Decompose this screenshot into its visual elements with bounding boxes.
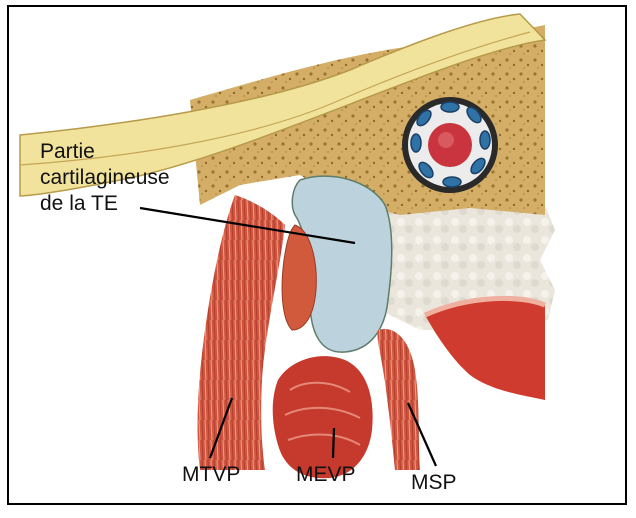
title-line-3: de la TE <box>40 192 118 215</box>
leader-line-mevp <box>333 428 334 458</box>
title-line-1: Partie <box>40 140 95 163</box>
label-mevp: MEVP <box>296 463 356 486</box>
title-line-2: cartilagineuse <box>40 166 170 189</box>
label-mtvp: MTVP <box>182 463 240 486</box>
vessel-ring <box>402 97 498 193</box>
label-msp: MSP <box>411 471 457 494</box>
